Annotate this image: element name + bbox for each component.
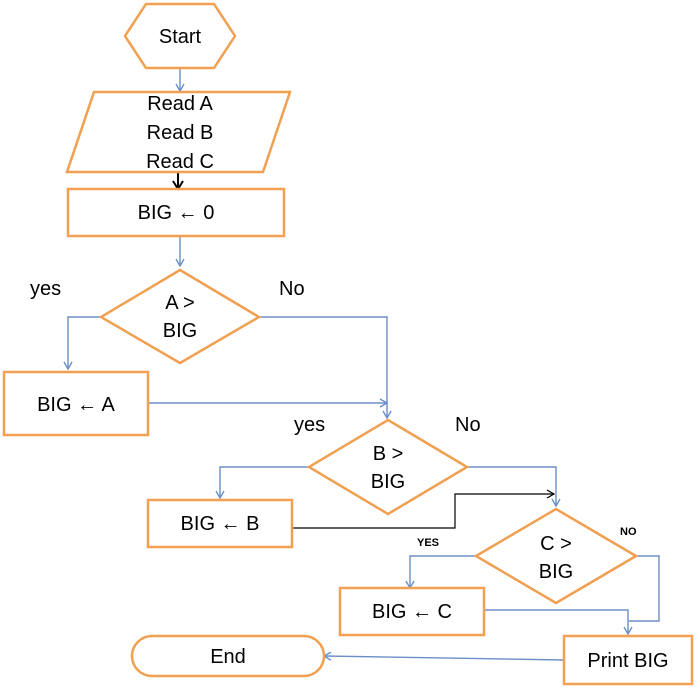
- connector-decision-c-yes: [405, 555, 476, 590]
- decision-c-yes-label: YES: [417, 537, 439, 549]
- decision-c-no-label: NO: [620, 526, 637, 538]
- assign-c-label: BIG ← C: [372, 601, 452, 623]
- decision-c-line1: C >: [540, 533, 572, 555]
- decision-c-box: [473, 507, 639, 605]
- decision-a-line1: A >: [165, 292, 194, 314]
- end-terminator: [130, 634, 326, 678]
- print-label: Print BIG: [587, 650, 668, 672]
- start-label: Start: [159, 26, 202, 48]
- connector-decision-c-no: [629, 555, 660, 622]
- init-label: BIG ← 0: [138, 202, 215, 224]
- assign-c-box: [338, 586, 486, 637]
- connector-decision-b-yes: [215, 466, 309, 500]
- read-b-label: Read B: [147, 122, 214, 144]
- decision-b-yes-label: yes: [294, 414, 325, 436]
- end-label: End: [210, 646, 246, 668]
- assign-b-label: BIG ← B: [181, 513, 260, 535]
- decision-a-line2: BIG: [163, 320, 197, 342]
- decision-a-box: [98, 268, 262, 365]
- connector-decision-b-no: [467, 466, 561, 508]
- decision-b-no-label: No: [455, 414, 481, 436]
- read-c-label: Read C: [146, 151, 214, 173]
- assign-a-box: [2, 370, 150, 437]
- read-input-box: [65, 90, 292, 174]
- decision-c-line2: BIG: [539, 561, 573, 583]
- decision-b-line1: B >: [373, 443, 404, 465]
- connector-decision-a-no: [260, 316, 392, 420]
- decision-a-yes-label: yes: [30, 278, 61, 300]
- decision-a-no-label: No: [279, 278, 305, 300]
- decision-b-line2: BIG: [371, 471, 405, 493]
- connector-assign-c-to-print: [484, 609, 633, 636]
- assign-b-box: [146, 498, 294, 549]
- decision-b-box: [306, 418, 470, 516]
- start-terminator: [123, 2, 237, 70]
- read-a-label: Read A: [147, 93, 213, 115]
- assign-a-label: BIG ← A: [37, 394, 115, 416]
- connector-decision-a-yes: [63, 316, 101, 371]
- init-process-box: [66, 187, 286, 238]
- connectors: [63, 69, 660, 661]
- print-output-box: [562, 634, 694, 686]
- connector-assign-b-to-decision-c: [292, 489, 556, 529]
- connector-print-to-end: [322, 651, 565, 661]
